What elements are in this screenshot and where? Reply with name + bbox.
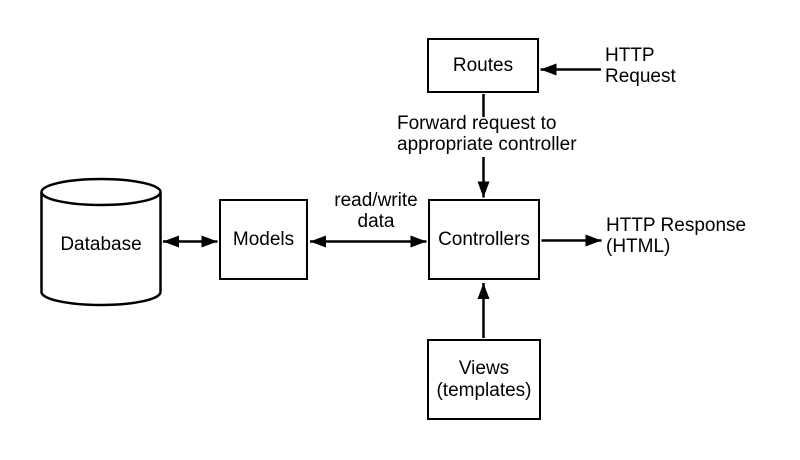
- forward-request-label: Forward request to appropriate controlle…: [397, 113, 577, 155]
- database-node-label: Database: [60, 234, 142, 255]
- routes-node-label: Routes: [452, 54, 514, 76]
- database-cylinder-top: [40, 177, 162, 207]
- controllers-node-label: Controllers: [438, 228, 530, 250]
- models-node-label: Models: [232, 228, 295, 250]
- controllers-node: Controllers: [428, 199, 540, 280]
- routes-node: Routes: [427, 38, 539, 93]
- database-node: Database: [41, 200, 161, 290]
- models-node: Models: [219, 199, 308, 280]
- database-cylinder-body: [40, 192, 162, 307]
- http-response-label: HTTP Response (HTML): [606, 215, 747, 257]
- views-node: Views (templates): [427, 339, 541, 420]
- views-node-label: Views (templates): [436, 357, 532, 401]
- http-request-label: HTTP Request: [605, 45, 676, 87]
- read-write-data-label: read/write data: [334, 190, 418, 232]
